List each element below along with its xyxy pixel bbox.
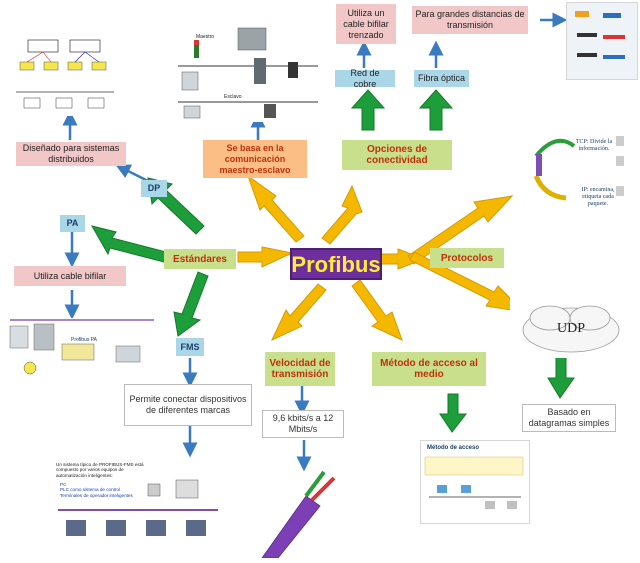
image-fibra-conectores bbox=[566, 2, 638, 80]
arrow-to-estandares bbox=[237, 246, 294, 268]
node-metodo: Método de acceso al medio bbox=[372, 352, 486, 386]
arrow-to-opciones bbox=[321, 184, 363, 245]
arrow-to-metodo-img bbox=[439, 393, 468, 433]
image-tcp-ip: TCP: Divide la información. IP: encamina… bbox=[516, 126, 634, 222]
image-maestro-esclavo: Maestro Esclavo bbox=[168, 22, 320, 122]
orange-arrows bbox=[237, 174, 526, 342]
fiber-connectors bbox=[575, 11, 625, 59]
fms-bullet: PLC como sistema de control bbox=[60, 487, 120, 493]
label-esclavo: Esclavo bbox=[224, 94, 242, 100]
green-arrows bbox=[90, 89, 575, 433]
text-ip: IP: encamina, etiqueta cada paquete. bbox=[581, 186, 615, 207]
image-purple-cable bbox=[258, 466, 348, 559]
node-velocidad: Velocidad de transmisión bbox=[265, 352, 335, 386]
node-estandares: Estándares bbox=[164, 249, 236, 269]
label-maestro: Maestro bbox=[196, 34, 214, 40]
text-tcp: TCP: Divide la información. bbox=[575, 139, 613, 152]
image-dp-diagram bbox=[10, 36, 122, 116]
arrow-dp-to-distribuidos bbox=[115, 164, 151, 184]
text-udp: UDP bbox=[556, 320, 585, 336]
udp-cloud bbox=[522, 305, 620, 353]
fms-bullet-list: PC PLC como sistema de control Terminale… bbox=[60, 482, 156, 498]
text-cable-bifilar-pa: Utiliza cable bifilar bbox=[14, 266, 126, 286]
image-profibus-pa: Profibus PA bbox=[6, 318, 156, 380]
text-fms-intro: Un sistema típico de PROFIBUS-FMS está c… bbox=[56, 462, 144, 478]
arrow-to-velocidad bbox=[270, 283, 327, 342]
image-fms-network: Un sistema típico de PROFIBUS-FMS está c… bbox=[54, 460, 222, 552]
text-grandes-distancias: Para grandes distancias de transmisión bbox=[412, 6, 528, 34]
fms-network-diagram bbox=[58, 479, 218, 536]
profibus-cable bbox=[261, 470, 336, 559]
node-fms: FMS bbox=[176, 338, 204, 356]
blue-arrows bbox=[62, 12, 568, 472]
arrow-to-fibra bbox=[418, 89, 454, 131]
profibus-pa-devices bbox=[9, 319, 154, 375]
text-distribuidos: Diseñado para sistemas distribuidos bbox=[16, 142, 126, 166]
image-metodo-acceso: Método de acceso bbox=[420, 440, 530, 524]
center-node-profibus: Profibus bbox=[290, 248, 382, 280]
arrow-to-maestro bbox=[247, 174, 305, 243]
master-slave-network: Maestro Esclavo bbox=[178, 27, 318, 119]
arrow-to-red-cobre bbox=[350, 89, 386, 131]
text-udp-desc: Basado en datagramas simples bbox=[522, 404, 616, 432]
node-protocolos: Protocolos bbox=[430, 248, 504, 268]
dp-block-diagram bbox=[16, 39, 114, 109]
text-fms-desc: Permite conectar dispositivos de diferen… bbox=[124, 384, 252, 426]
tcp-ip-diagram bbox=[533, 136, 624, 201]
image-udp-cloud: UDP bbox=[510, 296, 632, 358]
node-dp: DP bbox=[141, 180, 167, 197]
node-red-cobre: Red de cobre bbox=[335, 68, 395, 89]
label-profibus-pa: Profibus PA bbox=[70, 336, 98, 343]
text-metodo-acceso-title: Método de acceso bbox=[427, 445, 480, 451]
access-method-diagram bbox=[424, 456, 524, 509]
node-opciones: Opciones de conectividad bbox=[342, 140, 452, 170]
arrow-to-fms bbox=[173, 271, 209, 337]
text-bifilar-trenzado: Utiliza un cable bifilar trenzado bbox=[336, 4, 396, 44]
arrow-to-metodo bbox=[351, 279, 403, 341]
text-kbits: 9,6 kbits/s a 12 Mbits/s bbox=[262, 410, 344, 438]
fms-bullet: PC bbox=[60, 482, 67, 487]
node-fibra: Fibra óptica bbox=[414, 70, 469, 87]
arrow-to-udp-desc bbox=[547, 351, 575, 399]
node-pa: PA bbox=[60, 215, 85, 232]
fms-bullet: Terminales de operador inteligentes bbox=[60, 492, 133, 498]
arrow-to-pa bbox=[90, 225, 167, 263]
node-maestro-esclavo: Se basa en la comunicación maestro-escla… bbox=[203, 140, 307, 178]
